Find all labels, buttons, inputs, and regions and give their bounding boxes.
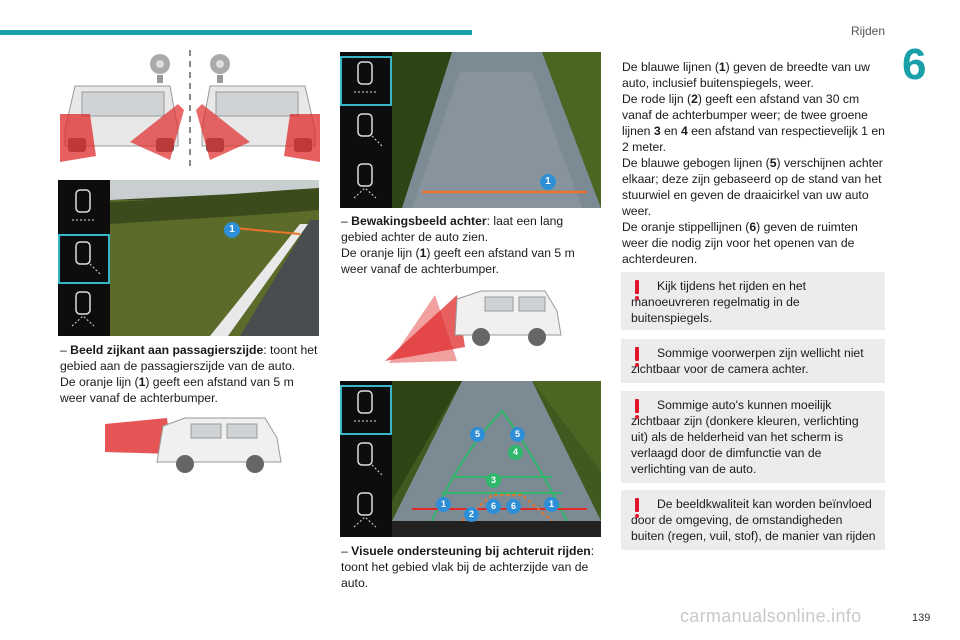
camera-zone-left-cone <box>130 104 184 160</box>
callout-5: 5 <box>470 427 485 442</box>
steering-wheel-icon <box>210 54 230 83</box>
callout-1: 1 <box>540 174 556 190</box>
warning-box: Kijk tijdens het rijden en het manoeuvre… <box>621 272 885 330</box>
term-rear-monitor: Bewakingsbeeld achter <box>351 214 487 228</box>
callout-6: 6 <box>506 499 521 514</box>
camera-view-reverse-icon[interactable] <box>340 156 392 206</box>
term-reverse-assist: Visuele ondersteuning bij achteruit rijd… <box>351 544 591 558</box>
van-side-camera-diagram <box>105 417 282 473</box>
rear-monitor-camera-screen: 1 <box>340 52 601 208</box>
camera-view-side-icon[interactable] <box>340 435 392 485</box>
camera-view-side-icon[interactable] <box>58 234 110 284</box>
header-accent-bar <box>0 30 472 35</box>
camera-view-rear-icon[interactable] <box>58 184 110 234</box>
reverse-camera-scene <box>392 381 601 537</box>
callout-1: 1 <box>224 222 240 238</box>
watermark: carmanualsonline.info <box>680 606 862 626</box>
camera-view-reverse-icon[interactable] <box>58 284 110 334</box>
warning-box: De beeldkwaliteit kan worden beïnvloed d… <box>621 490 885 550</box>
camera-view-rear-icon[interactable] <box>340 56 392 106</box>
callout-2: 2 <box>464 507 479 522</box>
rear-camera-scene <box>392 52 601 208</box>
callout-6: 6 <box>486 499 501 514</box>
page-number: 139 <box>912 612 931 624</box>
guide-lines-description: De blauwe lijnen (1) geven de breedte va… <box>622 60 885 266</box>
side-view-description: – Beeld zijkant aan passagierszijde: too… <box>60 343 318 405</box>
side-camera-screen: 1 <box>58 180 319 336</box>
callout-1: 1 <box>544 497 559 512</box>
term-side-view: Beeld zijkant aan passagierszijde <box>70 343 264 357</box>
camera-zone-right-side <box>284 114 320 162</box>
side-view-diagram <box>60 50 320 170</box>
van-rear-camera-diagram <box>385 290 562 363</box>
section-title: Rijden <box>851 24 886 38</box>
callout-3: 3 <box>486 473 501 488</box>
warning-box: Sommige auto's kunnen moeilijk zichtbaar… <box>621 391 885 483</box>
camera-zone-right <box>196 104 250 160</box>
reverse-assist-camera-screen: 5 5 4 3 1 6 6 1 2 <box>340 381 601 537</box>
side-camera-scene <box>110 180 319 336</box>
rear-monitor-description: – Bewakingsbeeld achter: laat een lang g… <box>341 214 575 276</box>
camera-zone-left <box>60 114 96 162</box>
warning-icon <box>635 347 640 367</box>
warning-icon <box>635 399 640 419</box>
camera-view-side-icon[interactable] <box>340 106 392 156</box>
warning-icon <box>635 498 640 518</box>
camera-view-reverse-icon[interactable] <box>340 485 392 535</box>
reverse-assist-description: – Visuele ondersteuning bij achteruit ri… <box>341 544 595 590</box>
callout-5: 5 <box>510 427 525 442</box>
warning-icon <box>635 280 640 300</box>
steering-wheel-icon <box>150 54 170 83</box>
callout-4: 4 <box>508 445 523 460</box>
chapter-number: 6 <box>902 40 927 89</box>
warning-box: Sommige voorwerpen zijn wellicht niet zi… <box>621 339 885 383</box>
camera-view-rear-icon[interactable] <box>340 385 392 435</box>
callout-1: 1 <box>436 497 451 512</box>
